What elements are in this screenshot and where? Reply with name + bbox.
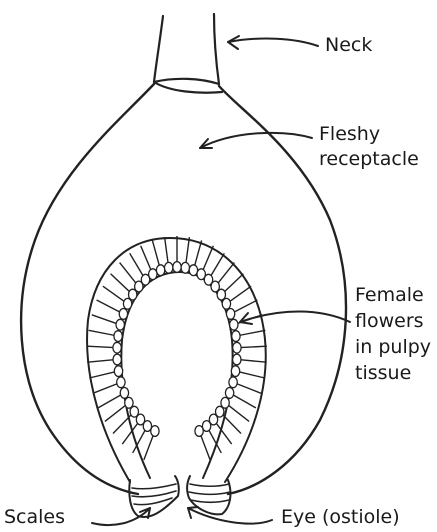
- flower-stalk: [222, 414, 241, 434]
- female-flower: [113, 342, 121, 353]
- neck-left-edge: [154, 16, 163, 82]
- arrow-eye: [188, 508, 272, 524]
- scale-line: [189, 492, 230, 494]
- female-flower: [229, 377, 237, 388]
- flower-stalk: [224, 274, 244, 293]
- neck-right-edge: [214, 14, 219, 84]
- arrow-neck: [228, 39, 318, 46]
- female-flower: [233, 342, 241, 353]
- arrow-receptacle: [200, 133, 312, 148]
- arrowhead-neck: [228, 36, 239, 49]
- flower-stalk: [92, 315, 118, 324]
- flower-stalk: [89, 330, 116, 335]
- flower-stalk: [120, 263, 137, 285]
- flower-stalk: [232, 394, 256, 408]
- female-flower: [173, 262, 181, 273]
- label-eye-ostiole: Eye (ostiole): [281, 505, 400, 530]
- flower-stalk: [103, 286, 125, 302]
- flower-stalk: [130, 253, 144, 277]
- label-scales: Scales: [4, 505, 65, 530]
- female-flower: [120, 388, 128, 399]
- scale-line: [134, 498, 172, 505]
- flower-stalk: [200, 434, 210, 460]
- scales-right: [187, 476, 230, 514]
- flower-stalk: [152, 240, 159, 267]
- female-flower: [225, 388, 233, 399]
- flower-stalk: [240, 360, 267, 363]
- flower-stalk: [210, 253, 224, 277]
- female-flower: [189, 265, 197, 276]
- female-flower: [195, 426, 203, 437]
- arrow-female-flowers: [240, 312, 350, 323]
- flower-stalk: [144, 434, 154, 460]
- label-receptacle-line: Fleshy: [319, 122, 419, 147]
- flower-stalk: [87, 346, 114, 347]
- female-flower: [114, 331, 122, 342]
- female-flower: [117, 377, 125, 388]
- neck-ring-top: [154, 79, 219, 84]
- female-flower: [222, 298, 230, 309]
- female-flower: [119, 309, 127, 320]
- flower-stalk: [98, 394, 122, 408]
- female-flower: [232, 331, 240, 342]
- female-flowers-group: [87, 236, 267, 460]
- label-female-flowers-line: Female: [355, 282, 431, 308]
- flower-stalk: [93, 383, 118, 393]
- label-receptacle-line: receptacle: [319, 147, 419, 172]
- scale-line: [132, 484, 176, 489]
- female-flower: [226, 309, 234, 320]
- flower-stalk: [165, 237, 169, 265]
- female-flower: [233, 354, 241, 365]
- label-female-flowers-line: flowers: [355, 308, 431, 334]
- neck-ring-bottom: [154, 82, 222, 93]
- label-female-flowers-line: in pulpy: [355, 334, 431, 360]
- flower-stalk: [217, 263, 234, 285]
- flower-stalk: [239, 330, 266, 335]
- cavity-inner-wall: [121, 272, 232, 478]
- label-female-flowers-line: tissue: [355, 360, 431, 386]
- female-flower: [230, 319, 238, 330]
- flower-stalk: [236, 383, 261, 393]
- female-flower: [149, 269, 157, 280]
- female-flower: [114, 366, 122, 377]
- flower-stalk: [97, 300, 121, 313]
- label-female-flowers: Female flowers in pulpy tissue: [355, 282, 431, 386]
- label-neck: Neck: [325, 33, 372, 58]
- flower-stalk: [105, 405, 127, 422]
- female-flower: [113, 354, 121, 365]
- female-flower: [116, 319, 124, 330]
- flower-stalk: [238, 372, 264, 378]
- flower-stalk: [111, 274, 131, 293]
- scale-line: [191, 500, 229, 502]
- flower-stalk: [194, 240, 201, 267]
- flower-stalk: [240, 346, 267, 347]
- female-flower: [165, 262, 173, 273]
- flower-stalk: [202, 246, 213, 272]
- female-flower: [125, 397, 133, 408]
- flower-stalk: [89, 372, 115, 378]
- female-flower: [181, 262, 189, 273]
- flower-stalk: [141, 246, 152, 272]
- scale-line: [190, 484, 229, 486]
- flower-stalk: [233, 300, 257, 313]
- flower-stalk: [87, 360, 114, 363]
- label-fleshy-receptacle: Fleshy receptacle: [319, 122, 419, 172]
- female-flower: [231, 366, 239, 377]
- flower-stalk: [186, 237, 190, 265]
- flower-stalk: [228, 405, 250, 422]
- female-flower: [156, 265, 164, 276]
- flower-stalk: [229, 286, 251, 302]
